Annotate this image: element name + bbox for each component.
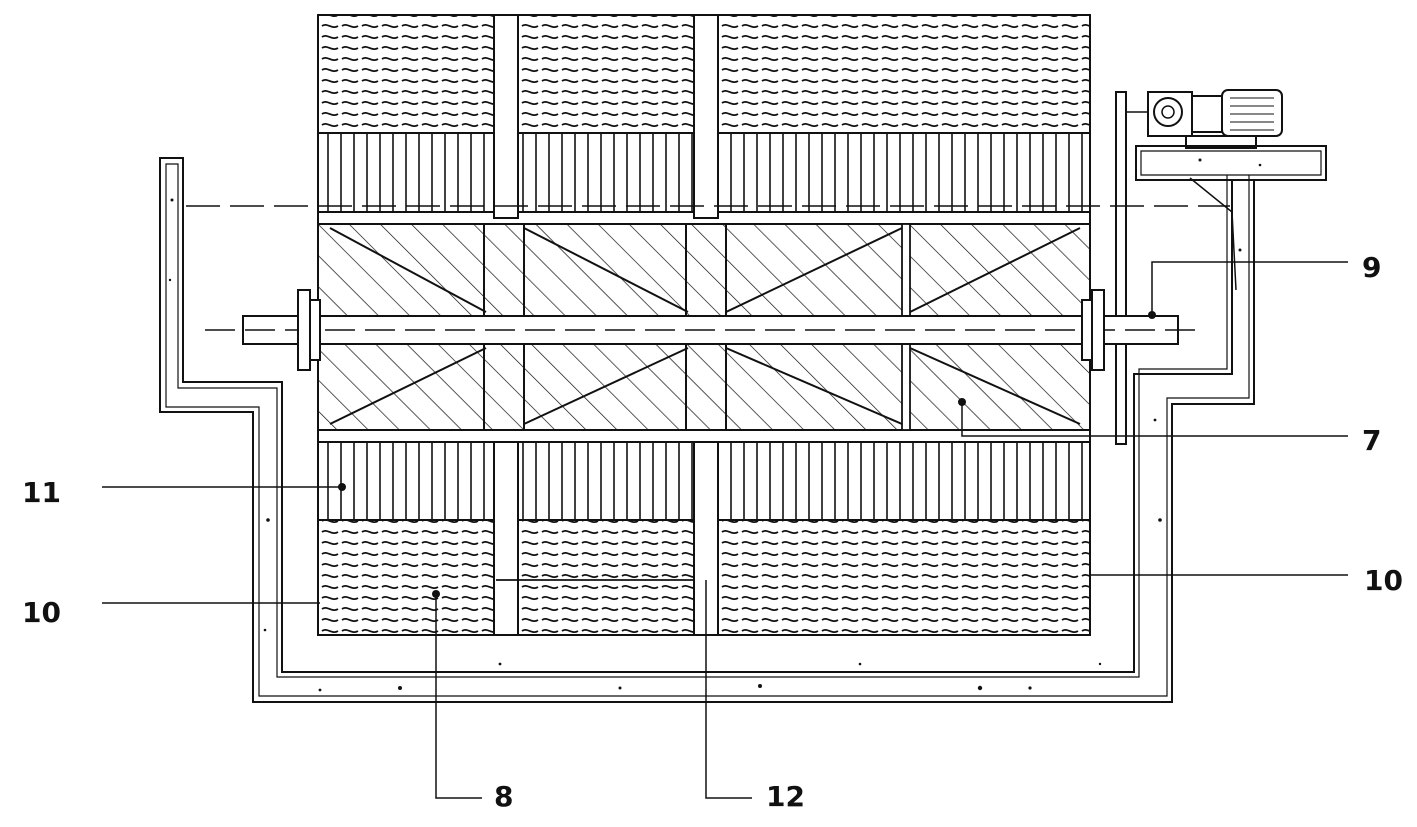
label-7: 7 xyxy=(1362,424,1381,457)
concrete-tank xyxy=(159,145,1327,703)
label-11: 11 xyxy=(22,476,61,509)
drive-motor xyxy=(1115,89,1283,445)
leader-lines xyxy=(102,261,1348,799)
leader-dots xyxy=(338,311,1156,598)
label-8: 8 xyxy=(494,780,513,813)
drive-shaft xyxy=(205,289,1200,371)
label-12: 12 xyxy=(766,780,805,813)
divider-slots xyxy=(483,14,911,636)
label-9: 9 xyxy=(1362,251,1381,284)
label-10-right: 10 xyxy=(1364,564,1403,597)
label-10-left: 10 xyxy=(22,596,61,629)
